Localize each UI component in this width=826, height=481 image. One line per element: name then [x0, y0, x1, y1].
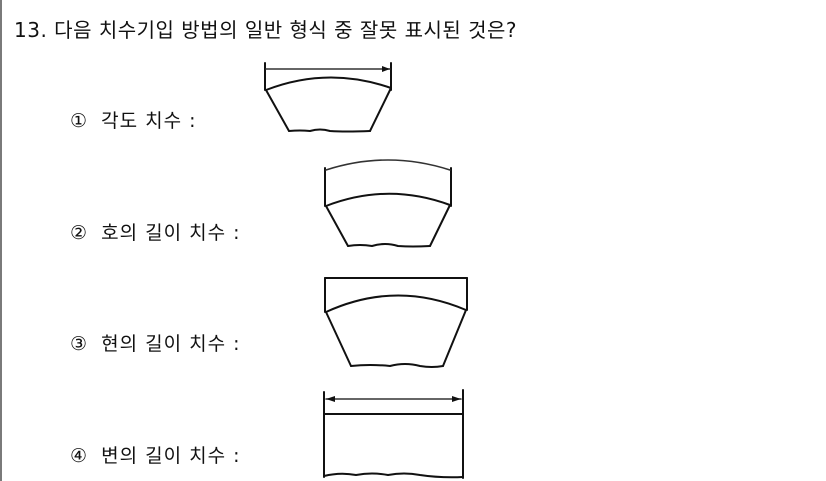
figure-4-side-length-dimension — [323, 389, 464, 479]
option-4[interactable]: ④ 변의 길이 치수 : — [70, 441, 241, 468]
option-1-label: 각도 치수 : — [101, 110, 197, 132]
option-3[interactable]: ③ 현의 길이 치수 : — [70, 329, 241, 356]
option-1-marker: ① — [70, 110, 89, 132]
option-3-marker: ③ — [70, 333, 89, 355]
option-4-label: 변의 길이 치수 : — [101, 445, 241, 467]
question-text: 다음 치수기입 방법의 일반 형식 중 잘못 표시된 것은? — [54, 18, 518, 42]
figure-2-arc-length-dimension — [324, 159, 452, 248]
option-3-label: 현의 길이 치수 : — [101, 333, 241, 355]
option-2-label: 호의 길이 치수 : — [101, 222, 241, 244]
option-4-marker: ④ — [70, 445, 89, 467]
page-left-border — [0, 0, 2, 481]
figure-3-chord-length-dimension — [324, 277, 468, 368]
option-1[interactable]: ① 각도 치수 : — [70, 106, 197, 133]
option-2-marker: ② — [70, 222, 89, 244]
figure-1-angle-dimension — [264, 62, 392, 133]
question-number: 13. — [14, 18, 48, 42]
option-2[interactable]: ② 호의 길이 치수 : — [70, 218, 241, 245]
question-title: 13. 다음 치수기입 방법의 일반 형식 중 잘못 표시된 것은? — [14, 14, 517, 43]
